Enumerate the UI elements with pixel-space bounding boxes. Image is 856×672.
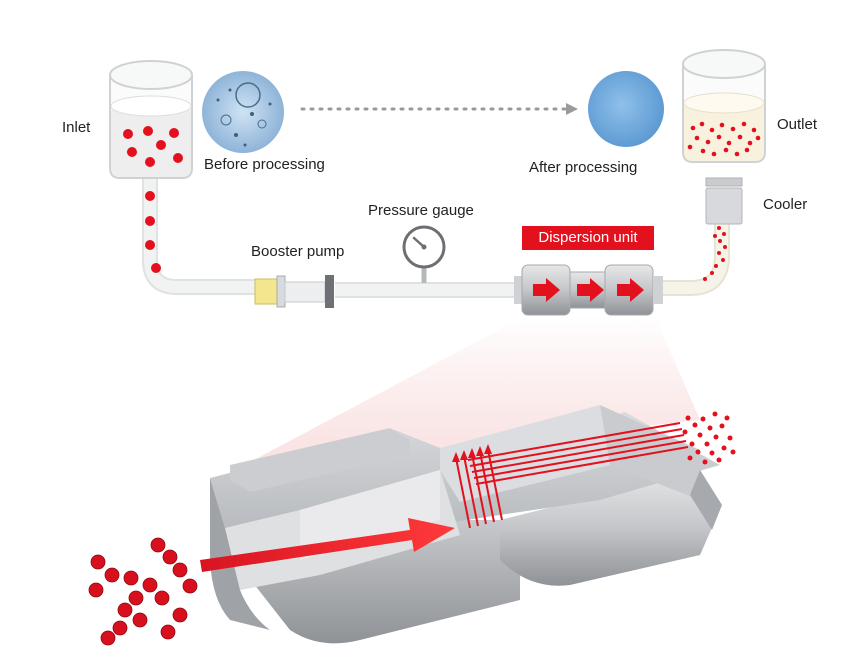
pressure-gauge-icon [402,225,446,283]
dispersion-unit-label: Dispersion unit [522,226,654,250]
pressure-gauge-label: Pressure gauge [368,202,474,219]
booster-pump [254,275,334,308]
booster-pump-label: Booster pump [251,243,345,260]
before-processing-label: Before processing [204,156,325,173]
pipe-line [142,170,730,298]
outlet-label: Outlet [777,116,818,133]
outlet-beaker [682,49,766,163]
inlet-beaker [109,60,193,179]
cooler-label: Cooler [763,196,808,213]
after-processing-label: After processing [529,159,638,176]
cooler-block [705,177,743,225]
before-sample-image [202,71,284,153]
process-arrow [300,103,578,115]
inlet-label: Inlet [62,119,91,136]
flow-arrow [200,518,455,572]
after-sample-image [588,71,664,147]
dispersion-unit-icon [514,264,663,316]
coarse-droplets [88,537,198,646]
dispersion-cutaway [200,405,736,644]
